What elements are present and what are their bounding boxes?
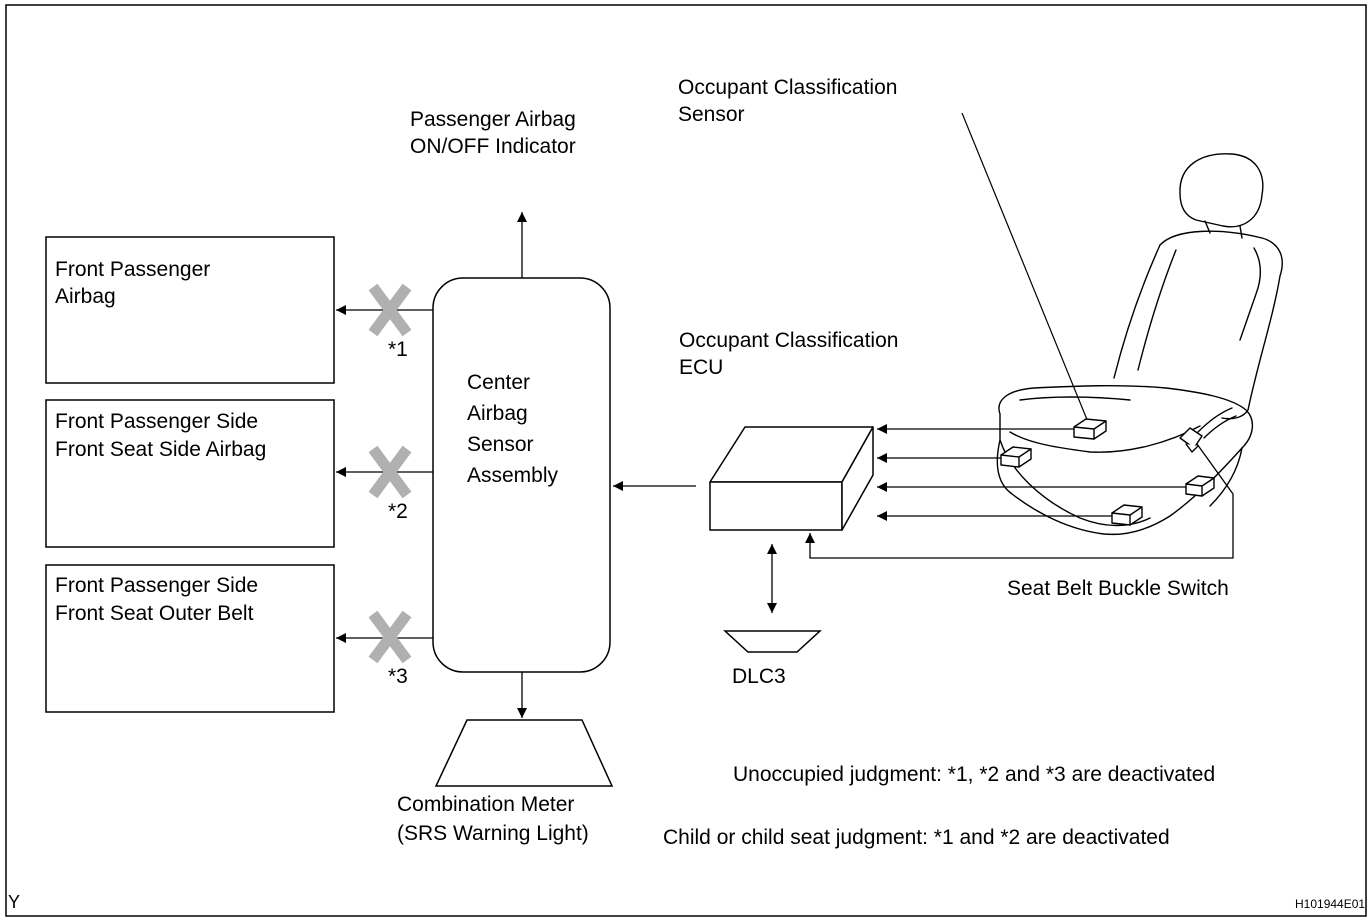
indicator-label-line2: ON/OFF Indicator <box>410 135 576 158</box>
center-label-line1: Center <box>467 371 531 394</box>
center-label-line4: Assembly <box>467 464 559 487</box>
dlc3-shape <box>723 630 822 653</box>
indicator-label-line1: Passenger Airbag <box>410 108 576 131</box>
outer-frame <box>5 4 1367 917</box>
deactivation-cross-3 <box>368 610 412 664</box>
buckle-switch-label: Seat Belt Buckle Switch <box>1007 577 1229 600</box>
note-unoccupied: Unoccupied judgment: *1, *2 and *3 are d… <box>733 763 1216 786</box>
ecu-label-line1: Occupant Classification <box>679 329 899 352</box>
front-airbag-label-line1: Front Passenger <box>55 258 211 281</box>
mark-1: *1 <box>388 338 408 361</box>
ecu-label-line2: ECU <box>679 356 724 379</box>
mark-3: *3 <box>388 665 408 688</box>
side-airbag-label-line2: Front Seat Side Airbag <box>55 438 267 461</box>
center-label-line2: Airbag <box>467 402 528 425</box>
figure-code: H101944E01 <box>1295 897 1366 911</box>
front-airbag-label-line2: Airbag <box>55 285 116 308</box>
combination-meter-shape <box>434 719 614 787</box>
corner-mark-left: Y <box>8 892 21 912</box>
center-label-line3: Sensor <box>467 433 534 456</box>
occupant-classification-ecu-box <box>709 426 874 531</box>
meter-label-line2: (SRS Warning Light) <box>397 822 589 845</box>
sensor-label-line2: Sensor <box>678 103 745 126</box>
side-airbag-label-line1: Front Passenger Side <box>55 410 259 433</box>
front-passenger-airbag-box <box>45 236 335 384</box>
dlc3-label: DLC3 <box>732 665 786 688</box>
sensor-leader-line <box>961 112 1089 423</box>
sensor-label-line1: Occupant Classification <box>678 76 898 99</box>
deactivation-cross-2 <box>368 445 412 499</box>
note-child-seat: Child or child seat judgment: *1 and *2 … <box>663 826 1170 849</box>
passenger-seat-illustration <box>996 153 1283 536</box>
outer-belt-label-line2: Front Seat Outer Belt <box>55 602 254 625</box>
deactivation-cross-1 <box>368 283 412 337</box>
outer-belt-label-line1: Front Passenger Side <box>55 574 259 597</box>
front-seat-side-airbag-box <box>45 399 335 548</box>
meter-label-line1: Combination Meter <box>397 793 575 816</box>
front-seat-outer-belt-box <box>45 564 335 713</box>
connection-buckle-switch <box>805 443 1234 559</box>
mark-2: *2 <box>388 500 408 523</box>
